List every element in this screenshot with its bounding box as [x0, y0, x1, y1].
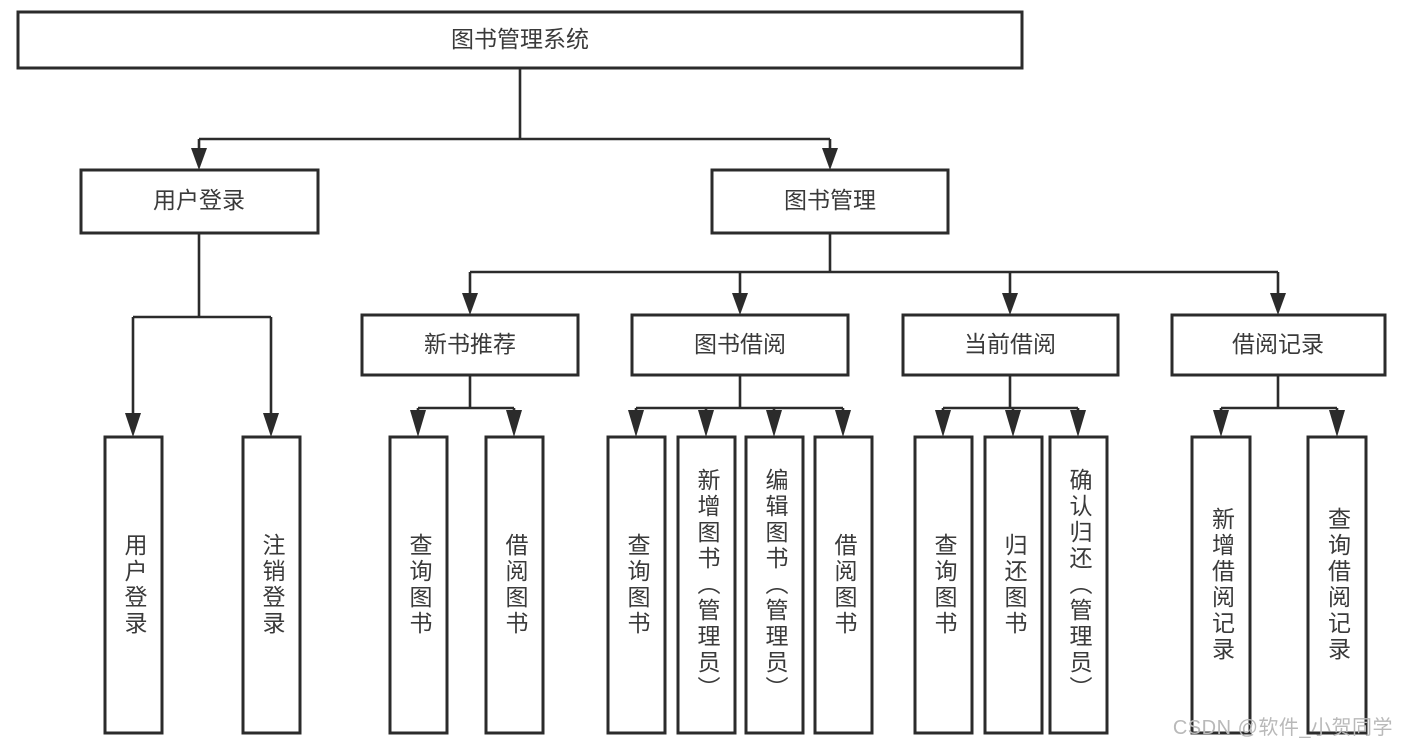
arrow-root-to-user-login	[191, 148, 207, 170]
node-label-user-login: 用户登录	[153, 187, 245, 213]
watermark-text: CSDN @软件_小贺同学	[1172, 717, 1393, 739]
arrow-current-leaf-3	[1070, 410, 1086, 437]
node-box-user-login[interactable]	[79, 168, 320, 235]
node-box-leaf-current-1[interactable]	[913, 435, 974, 735]
arrow-userlogin-leaf-2	[263, 413, 279, 437]
arrow-current-leaf-1	[935, 410, 951, 437]
node-label-new-book-recommend: 新书推荐	[424, 331, 516, 357]
node-box-leaf-new-book-2[interactable]	[484, 435, 545, 735]
node-box-leaf-current-2[interactable]	[983, 435, 1044, 735]
node-box-leaf-records-1[interactable]	[1190, 435, 1252, 735]
node-box-leaf-borrow-4[interactable]	[813, 435, 874, 735]
node-label-book-borrow: 图书借阅	[694, 331, 786, 357]
arrow-bookmgmt-to-newbook	[462, 293, 478, 315]
arrow-userlogin-leaf-1	[125, 413, 141, 437]
arrow-bookmgmt-to-borrow	[732, 293, 748, 315]
arrow-borrow-leaf-1	[628, 410, 644, 437]
arrow-borrow-leaf-4	[835, 410, 851, 437]
node-box-leaf-records-2[interactable]	[1306, 435, 1368, 735]
arrow-bookmgmt-to-current	[1002, 293, 1018, 315]
arrow-borrow-leaf-3	[766, 410, 782, 437]
arrow-records-leaf-2	[1329, 410, 1345, 437]
node-label-book-management: 图书管理	[784, 187, 876, 213]
arrow-newbook-leaf-2	[506, 410, 522, 437]
node-label-current-borrow: 当前借阅	[964, 331, 1056, 357]
node-box-new-book-recommend[interactable]	[360, 313, 580, 377]
node-box-book-management[interactable]	[710, 168, 950, 235]
node-box-leaf-current-3[interactable]	[1048, 435, 1109, 735]
node-box-root[interactable]	[16, 10, 1024, 70]
node-box-current-borrow[interactable]	[901, 313, 1120, 377]
nodes-group: 图书管理系统 用户登录 图书管理 新书推荐 图书借阅 当前借阅 借阅记录	[16, 10, 1387, 735]
node-box-leaf-borrow-2[interactable]	[676, 435, 737, 735]
arrow-current-leaf-2	[1005, 410, 1021, 437]
arrow-root-to-book-mgmt	[822, 148, 838, 170]
node-box-leaf-user-login-2[interactable]	[241, 435, 302, 735]
node-box-leaf-borrow-1[interactable]	[606, 435, 667, 735]
node-box-borrow-records[interactable]	[1170, 313, 1387, 377]
arrow-records-leaf-1	[1213, 410, 1229, 437]
edges-group	[125, 68, 1345, 437]
node-box-leaf-new-book-1[interactable]	[388, 435, 449, 735]
node-box-book-borrow[interactable]	[630, 313, 850, 377]
arrow-borrow-leaf-2	[698, 410, 714, 437]
node-label-root: 图书管理系统	[451, 26, 589, 52]
node-box-leaf-user-login-1[interactable]	[103, 435, 164, 735]
node-label-borrow-records: 借阅记录	[1232, 331, 1324, 357]
node-box-leaf-borrow-3[interactable]	[744, 435, 805, 735]
arrow-newbook-leaf-1	[410, 410, 426, 437]
arrow-bookmgmt-to-records	[1270, 293, 1286, 315]
